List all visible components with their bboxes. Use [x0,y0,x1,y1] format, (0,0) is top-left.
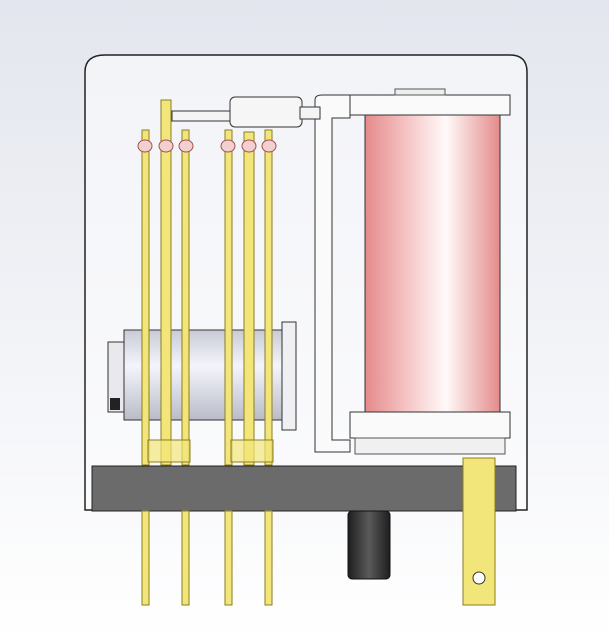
relay-base [91,465,517,512]
contacts [141,99,274,466]
relay-frame [314,94,351,453]
contact-points [137,139,277,153]
pins [141,510,273,606]
center-pin-cylinder [347,510,391,580]
armature [171,96,321,128]
spade-terminal [462,457,496,606]
coil [349,88,511,455]
left-bobbin [107,321,297,431]
